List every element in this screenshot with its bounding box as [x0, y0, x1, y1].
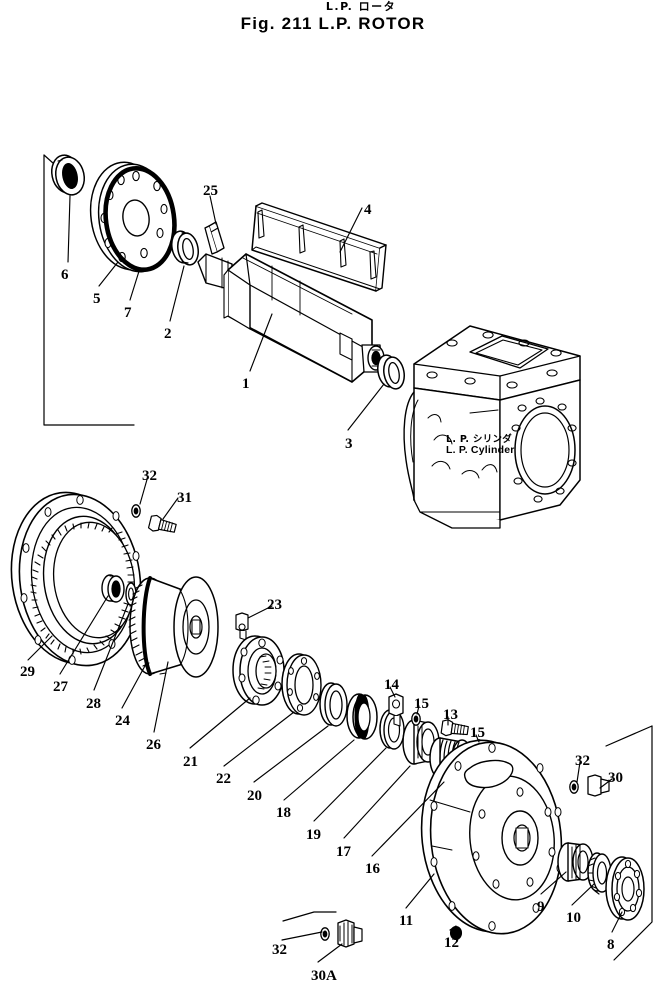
part-23-bolt	[235, 612, 249, 641]
part-18-seal-ring	[346, 693, 378, 740]
callout-number-10: 10	[566, 910, 581, 926]
callout-number-7: 7	[124, 305, 132, 321]
part-6-oil-seal	[50, 154, 86, 196]
part-21-bearing-hub	[232, 635, 285, 706]
callout-number-21: 21	[183, 754, 198, 770]
callout-number-23: 23	[267, 597, 282, 613]
callout-number-32: 32	[142, 468, 157, 484]
part-9-bearing-sleeve	[557, 842, 594, 882]
part-22-gasket-plate	[281, 653, 322, 716]
part-7-o-ring	[103, 165, 177, 273]
part-31-bolt-upper	[147, 513, 178, 537]
callout-number-22: 22	[216, 771, 231, 787]
callout-number-20: 20	[247, 788, 262, 804]
callout-number-25: 25	[203, 183, 218, 199]
lp-cylinder-block	[403, 325, 581, 529]
callout-number-19: 19	[306, 827, 321, 843]
part-25-woodruff-key	[204, 221, 225, 255]
callout-number-4: 4	[364, 202, 372, 218]
callout-number-32: 32	[575, 753, 590, 769]
part-32-washer-right	[569, 780, 579, 794]
callout-number-24: 24	[115, 713, 130, 729]
part-15-washer-left	[411, 712, 421, 726]
part-10-lock-washer	[587, 852, 612, 895]
callout-number-28: 28	[86, 696, 101, 712]
part-30a-bolt-bottom	[337, 919, 363, 948]
callout-number-30: 30	[608, 770, 623, 786]
part-24-26-helical-gear	[128, 576, 219, 678]
callout-number-27: 27	[53, 679, 68, 695]
lower-left-bracket	[282, 911, 337, 922]
callout-number-18: 18	[276, 805, 291, 821]
callout-number-31: 31	[177, 490, 192, 506]
leader-lines	[27, 195, 623, 963]
figure-title-english: Fig. 211 L.P. ROTOR	[240, 14, 426, 33]
callout-number-15: 15	[470, 725, 485, 741]
part-8-ball-bearing	[605, 856, 645, 921]
lp-cylinder-label-japanese: L. P. シリンダ	[446, 434, 513, 445]
part-29-housing-flange	[10, 491, 142, 667]
callout-number-16: 16	[365, 861, 380, 877]
callout-number-5: 5	[93, 291, 101, 307]
part-1-rotor	[197, 253, 385, 383]
callout-number-11: 11	[399, 913, 414, 929]
callout-number-17: 17	[336, 844, 351, 860]
part-27-pinion-collar	[101, 574, 125, 603]
part-32-washer-bottom	[320, 927, 330, 941]
callout-number-1: 1	[242, 376, 250, 392]
callout-number-9: 9	[537, 899, 545, 915]
lp-cylinder-label-english: L. P. Cylinder	[446, 444, 515, 456]
lp-cylinder-label: L. P. シリンダ L. P. Cylinder	[446, 434, 515, 456]
figure-title-japanese: L.P. ロータ	[325, 0, 397, 13]
part-11-bearing-housing	[420, 739, 564, 935]
part-2-bearing-collar	[171, 230, 199, 266]
callout-number-30A: 30A	[311, 968, 337, 981]
callout-number-32: 32	[272, 942, 287, 958]
callout-number-15: 15	[414, 696, 429, 712]
lower-right-bracket	[605, 725, 653, 961]
figure-title-block: L.P. ロータ Fig. 211 L.P. ROTOR	[0, 0, 666, 34]
callout-number-13: 13	[443, 707, 458, 723]
callout-number-26: 26	[146, 737, 161, 753]
callout-number-3: 3	[345, 436, 353, 452]
part-14-nut	[388, 693, 404, 727]
callout-number-14: 14	[384, 677, 399, 693]
callout-number-29: 29	[20, 664, 35, 680]
part-20-ring	[319, 682, 348, 727]
part-30-bolt-right	[587, 774, 610, 797]
callout-number-12: 12	[444, 935, 459, 951]
part-3-seal-ring	[377, 354, 405, 390]
callout-number-8: 8	[607, 937, 615, 953]
callout-number-2: 2	[164, 326, 172, 342]
part-32-washer-upper	[131, 504, 141, 518]
part-4-rotor-vane	[251, 202, 387, 292]
callout-number-6: 6	[61, 267, 69, 283]
